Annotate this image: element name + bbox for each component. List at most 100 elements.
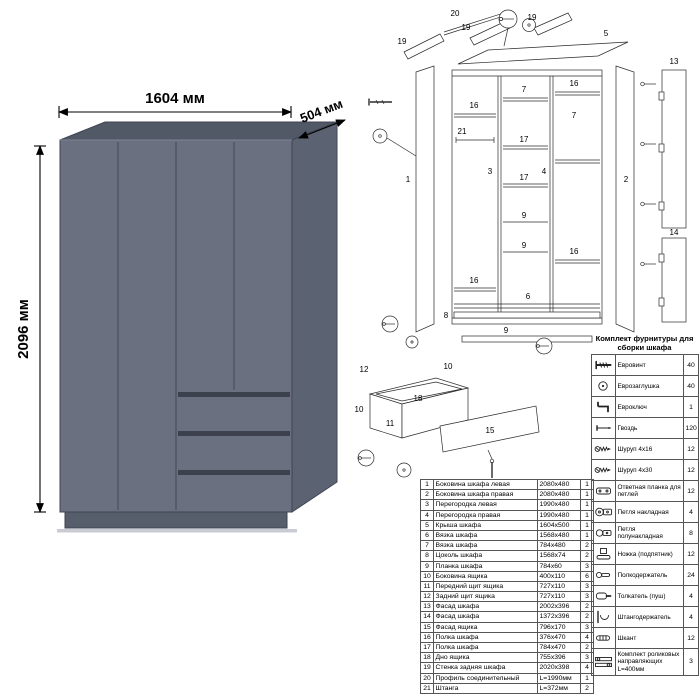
hardware-name: Толкатель (пуш) [615,585,684,608]
part-number-label: 14 [670,228,679,237]
part-number-label: 7 [572,111,577,120]
part-number-label: 9 [504,326,509,335]
part-number-label: 17 [520,173,529,182]
hardware-kit: Комплект фурнитуры для сборки шкафа Евро… [591,334,699,676]
part-number-label: 16 [470,101,479,110]
plate-icon [591,480,616,503]
hardware-qty: 12 [683,480,699,503]
hardware-name: Ответная планка для петлей [615,480,684,503]
part-number-label: 6 [526,292,531,301]
part-number-label: 1 [406,175,411,184]
part-number-label: 4 [542,167,547,176]
hardware-name: Шуруп 4х16 [615,438,684,461]
plug-icon [591,375,616,398]
part-number-label: 11 [386,419,395,428]
hardware-qty: 4 [683,606,699,629]
width-label: 1604 мм [145,90,205,107]
nail-icon [591,417,616,440]
hardware-name: Штангодержатель [615,606,684,629]
part-number-label: 21 [458,127,467,136]
height-dimension [34,145,46,513]
drawer-handle [178,470,290,475]
hardware-qty: 4 [683,501,699,524]
part-number-label: 16 [570,79,579,88]
screw-icon [591,459,616,482]
wardrobe-body [57,121,338,533]
width-dimension [58,106,292,118]
rails-icon [591,648,616,676]
part-number-label: 9 [522,211,527,220]
hinge_full-icon [591,501,616,524]
part-number-label: 10 [444,362,453,371]
pusher-icon [591,585,616,608]
hardware-name: Евровинт [615,354,684,377]
part-number-label: 19 [398,37,407,46]
screw-icon [591,438,616,461]
part-number-label: 17 [520,135,529,144]
hardware-name: Еврозаглушка [615,375,684,398]
part-number-label: 9 [522,241,527,250]
hardware-name: Комплект роликовых направляющих L=400мм [615,648,684,676]
part-number-label: 16 [570,247,579,256]
dowel-icon [591,627,616,650]
hardware-name: Ножка (подпятник) [615,543,684,566]
wardrobe-figure: 1604 мм 504 мм 2096 мм [15,90,346,533]
part-number-label: 16 [470,276,479,285]
hardware-qty: 12 [683,543,699,566]
part-number-label: 15 [486,426,495,435]
hardware-qty: 12 [683,438,699,461]
hardware-name: Петля накладная [615,501,684,524]
hardware-qty: 40 [683,375,699,398]
key-icon [591,396,616,419]
part-number-label: 5 [604,29,609,38]
hardware-qty: 4 [683,585,699,608]
part-number-label: 19 [528,13,537,22]
hardware-name: Евроключ [615,396,684,419]
hardware-qty: 3 [683,648,699,676]
hardware-qty: 120 [683,417,699,440]
exploded-linework [368,9,687,355]
hardware-qty: 1 [683,396,699,419]
part-number-label: 2 [624,175,629,184]
drawer-handle [178,392,290,397]
depth-label: 504 мм [298,96,345,126]
part-number-label: 8 [444,311,449,320]
hinge_half-icon [591,522,616,545]
foot-icon [591,543,616,566]
hardware-row: Толкатель (пуш)4 [591,585,699,608]
hardware-name: Шкант [615,627,684,650]
hardware-name: Петля полунакладная [615,522,684,545]
part-number-label: 3 [488,167,493,176]
